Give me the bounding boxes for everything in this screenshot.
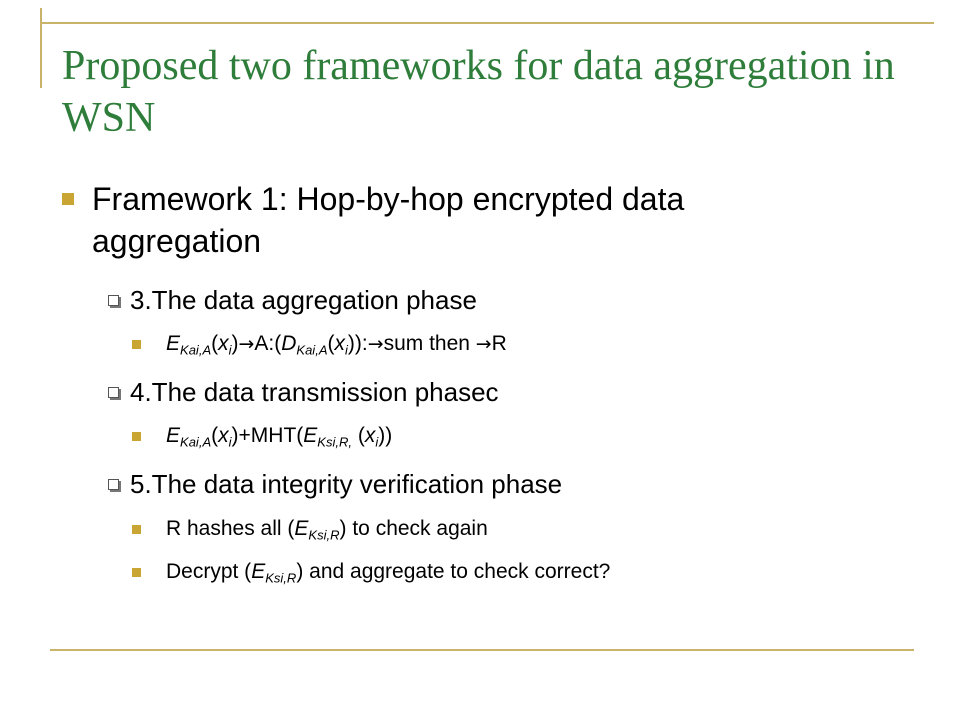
formula-2: EKai,A(xi)+MHT(EKsi,R, (xi)) (166, 424, 393, 450)
phase-3-text: 3.The data aggregation phase (130, 285, 477, 315)
hollow-square-bullet-icon (108, 295, 119, 306)
bullet-verify-1: R hashes all (EKsi,R) to check again (132, 514, 892, 544)
phase-5-text: 5.The data integrity verification phase (130, 469, 563, 499)
bullet-verify-2: Decrypt (EKsi,R) and aggregate to check … (132, 557, 892, 587)
hollow-square-bullet-icon (108, 387, 119, 398)
bullet-formula-2: EKai,A(xi)+MHT(EKsi,R, (xi)) (132, 421, 892, 451)
left-rule (40, 8, 42, 88)
bullet-framework: Framework 1: Hop-by-hop encrypted data a… (62, 178, 862, 262)
formula-1: EKai,A(xi)→A:(DKai,A(xi)):→sum then →R (166, 332, 507, 358)
framework-text: Framework 1: Hop-by-hop encrypted data a… (92, 181, 685, 259)
bullet-formula-1: EKai,A(xi)→A:(DKai,A(xi)):→sum then →R (132, 329, 892, 359)
square-bullet-icon (62, 193, 74, 205)
verify-2-text: Decrypt (EKsi,R) and aggregate to check … (166, 560, 611, 586)
bullet-phase-4: 4.The data transmission phasec (108, 375, 868, 409)
bottom-rule (50, 649, 914, 651)
square-bullet-icon (132, 432, 141, 441)
verify-1-text: R hashes all (EKsi,R) to check again (166, 517, 488, 543)
phase-4-text: 4.The data transmission phasec (130, 377, 499, 407)
right-arrow-icon: → (475, 333, 492, 355)
bullet-phase-3: 3.The data aggregation phase (108, 283, 868, 317)
hollow-square-bullet-icon (108, 479, 119, 490)
top-rule (40, 22, 934, 24)
square-bullet-icon (132, 568, 141, 577)
slide-title: Proposed two frameworks for data aggrega… (62, 43, 895, 141)
square-bullet-icon (132, 525, 141, 534)
right-arrow-icon: → (367, 333, 384, 355)
bullet-phase-5: 5.The data integrity verification phase (108, 467, 868, 501)
right-arrow-icon: → (238, 333, 255, 355)
square-bullet-icon (132, 340, 141, 349)
